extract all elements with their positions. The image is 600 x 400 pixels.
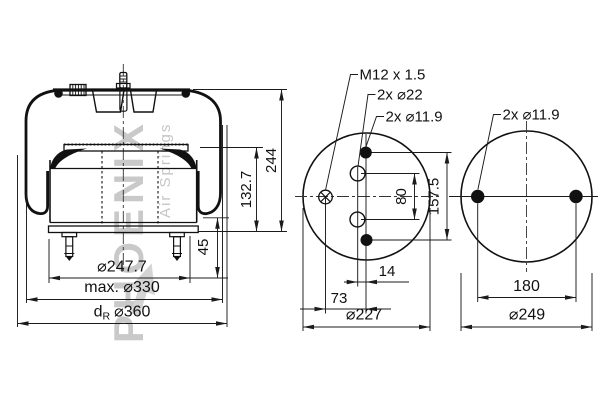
watermark-tagline: Air Springs [157,123,174,218]
dim-hole-pitch: 180 [513,278,540,295]
top-stud [115,71,131,89]
dim-stud-length: 45 [195,239,212,256]
mounting-stud-right [169,231,185,261]
label-holes-119: 2x ⌀11.9 [386,109,443,126]
top-view-dimensions: 180 ⌀249 [460,273,593,331]
side-view: 244 132.7 45 ⌀247.7 max. ⌀330 [17,64,287,327]
label-holes-22: 2x ⌀22 [377,87,423,104]
dim-hole-pitch-outer: 157.5 [426,178,443,216]
label-holes-119-top: 2x ⌀11.9 [503,107,560,124]
dim-fitting-offset: 73 [331,290,348,307]
hole-22-lower [349,211,366,228]
piston [47,143,199,234]
dim-total-height: 244 [263,148,280,173]
label-air-fitting: M12 x 1.5 [360,67,426,84]
hole-119-right [569,189,583,204]
rubber-bumper [91,89,158,113]
top-view-labels: 2x ⌀11.9 [477,107,560,190]
dim-column-offset: 14 [379,263,396,280]
hole-119-upper [359,146,372,159]
air-fitting [69,83,87,97]
dim-piston-height: 132.7 [238,171,255,209]
dim-top-diameter: ⌀249 [509,307,545,324]
hole-119-left [471,189,485,204]
dim-bottom-diameter: ⌀227 [346,307,382,324]
mounting-stud-left [61,231,78,261]
bottom-view-dimensions: 80 157.5 14 73 ⌀227 [300,152,450,331]
side-view-dimensions: 244 132.7 45 ⌀247.7 max. ⌀330 [17,89,287,327]
bottom-plate [47,225,199,234]
bottom-view-labels: M12 x 1.5 2x ⌀22 2x ⌀11.9 [325,67,443,191]
watermark-brand: PHOENIX [105,119,152,343]
hole-119-lower [360,234,373,246]
dim-hole-pitch-inner: 80 [393,188,410,205]
bellows-outline [24,88,222,216]
dim-plate-diameter: ⌀247.7 [97,259,147,276]
top-view: 2x ⌀11.9 180 ⌀249 [449,107,598,331]
bottom-view: M12 x 1.5 2x ⌀22 2x ⌀11.9 80 157.5 14 73 [295,67,452,331]
dim-rolling-diameter: dR⌀360 [94,304,151,323]
dim-max-diameter: max. ⌀330 [84,279,160,296]
